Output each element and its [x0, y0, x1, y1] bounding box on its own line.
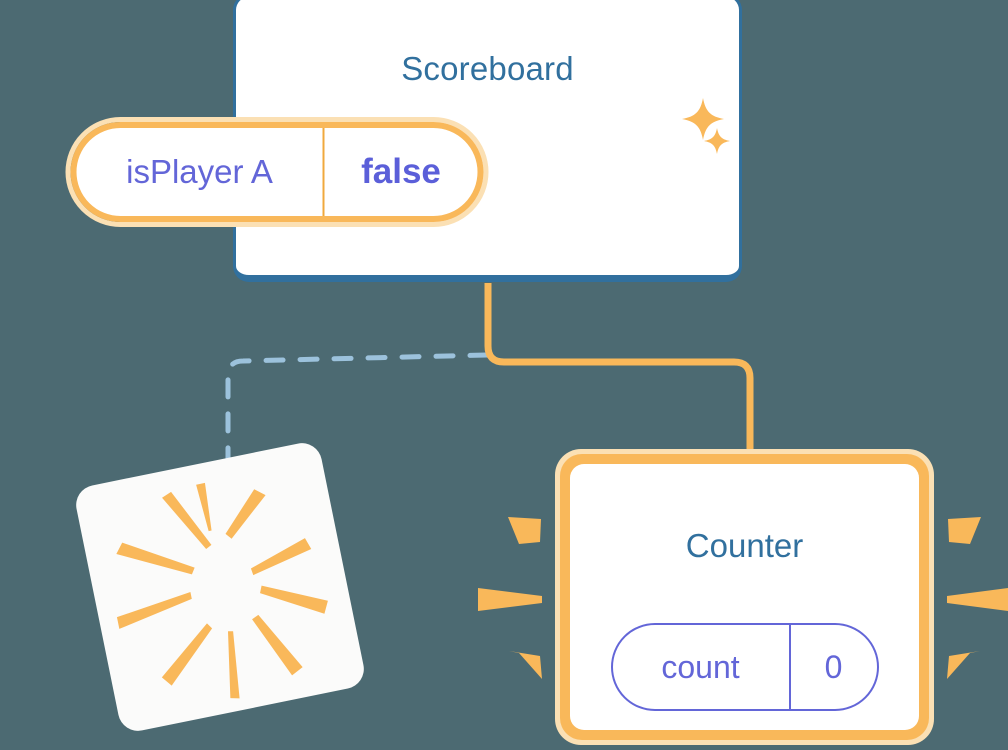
- counter-pill-value: 0: [824, 648, 843, 685]
- connector-scoreboard-to-counter: [484, 283, 754, 462]
- ray-right-bottom: [947, 651, 980, 679]
- counter-title: Counter: [685, 527, 804, 564]
- scoreboard-pill-value: false: [361, 152, 441, 191]
- sparkle-small-icon: [704, 128, 730, 154]
- connector-scoreboard-to-tilted-card: [225, 352, 490, 473]
- counter-state-pill[interactable]: count 0: [610, 623, 879, 711]
- ray-left-mid: [478, 588, 542, 611]
- burst-rays-tilted-card: [116, 482, 328, 699]
- pill-divider: [322, 128, 325, 216]
- scoreboard-pill-key: isPlayer A: [126, 153, 273, 190]
- counter-pill-key: count: [661, 648, 740, 685]
- sparkle-large-icon: [682, 98, 724, 140]
- counter-card-face: Counter count 0: [570, 464, 919, 730]
- counter-card-border: Counter count 0: [560, 454, 929, 740]
- pill-glow-ring: [65, 117, 489, 227]
- counter-pill-divider: [788, 625, 791, 709]
- tilted-blank-card[interactable]: [72, 439, 368, 735]
- scoreboard-title: Scoreboard: [401, 50, 574, 87]
- counter-card[interactable]: Counter count 0: [555, 449, 934, 745]
- ray-right-mid: [947, 588, 1008, 611]
- ray-left-top: [508, 517, 541, 544]
- ray-left-bottom: [509, 651, 542, 679]
- scoreboard-state-pill[interactable]: isPlayer A false: [65, 117, 489, 227]
- pill-body: isPlayer A false: [70, 122, 484, 222]
- ray-right-top: [948, 517, 981, 544]
